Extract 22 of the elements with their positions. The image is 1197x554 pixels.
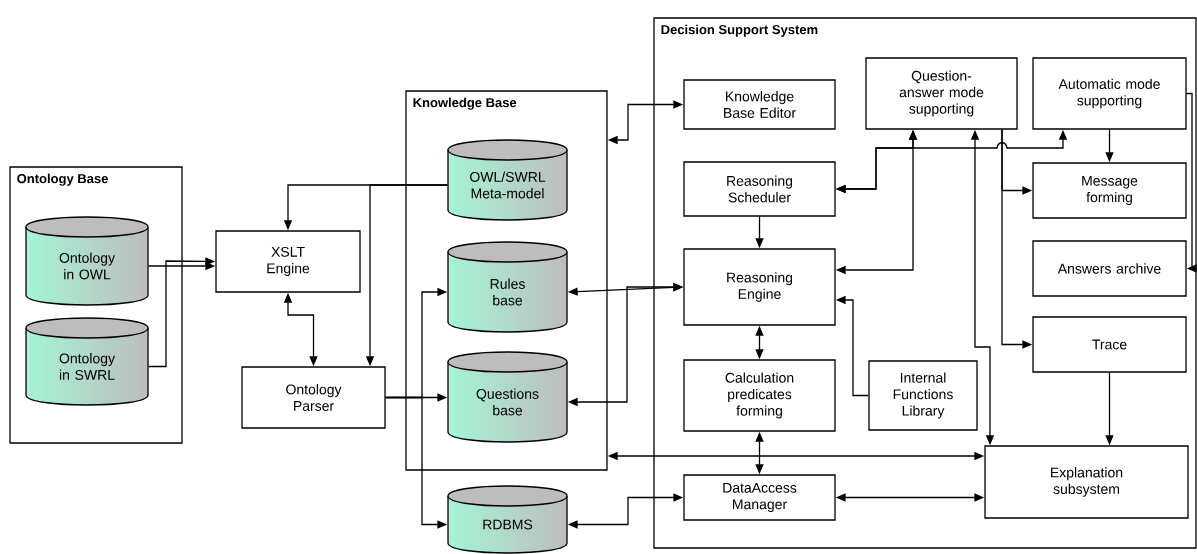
database-cylinder: Ontology in OWL: [25, 216, 149, 306]
node-label: RDBMS: [483, 519, 533, 530]
process-box: Explanation subsystem: [984, 445, 1189, 519]
process-box: Answers archive: [1032, 240, 1187, 297]
database-cylinder: RDBMS: [447, 485, 568, 554]
arrow: [1186, 92, 1197, 273]
process-box: Reasoning Scheduler: [683, 161, 836, 217]
process-box: Calculation predicates forming: [683, 359, 836, 432]
process-box: Reasoning Engine: [683, 248, 836, 326]
process-box: DataAccess Manager: [683, 474, 836, 521]
process-box: Automatic mode supporting: [1032, 57, 1187, 130]
process-box: Ontology Parser: [241, 366, 386, 429]
database-cylinder: Questions base: [447, 351, 568, 443]
process-box: Knowledge Base Editor: [683, 79, 836, 130]
process-box: Internal Functions Library: [868, 360, 978, 431]
database-cylinder: Rules base: [447, 241, 568, 333]
process-box: Trace: [1032, 316, 1187, 373]
process-box: Message forming: [1032, 162, 1187, 219]
database-cylinder: Ontology in SWRL: [25, 317, 149, 406]
database-cylinder: OWL/SWRL Meta-model: [447, 139, 568, 221]
process-box: XSLT Engine: [215, 230, 361, 293]
process-box: Question- answer mode supporting: [865, 57, 1018, 130]
